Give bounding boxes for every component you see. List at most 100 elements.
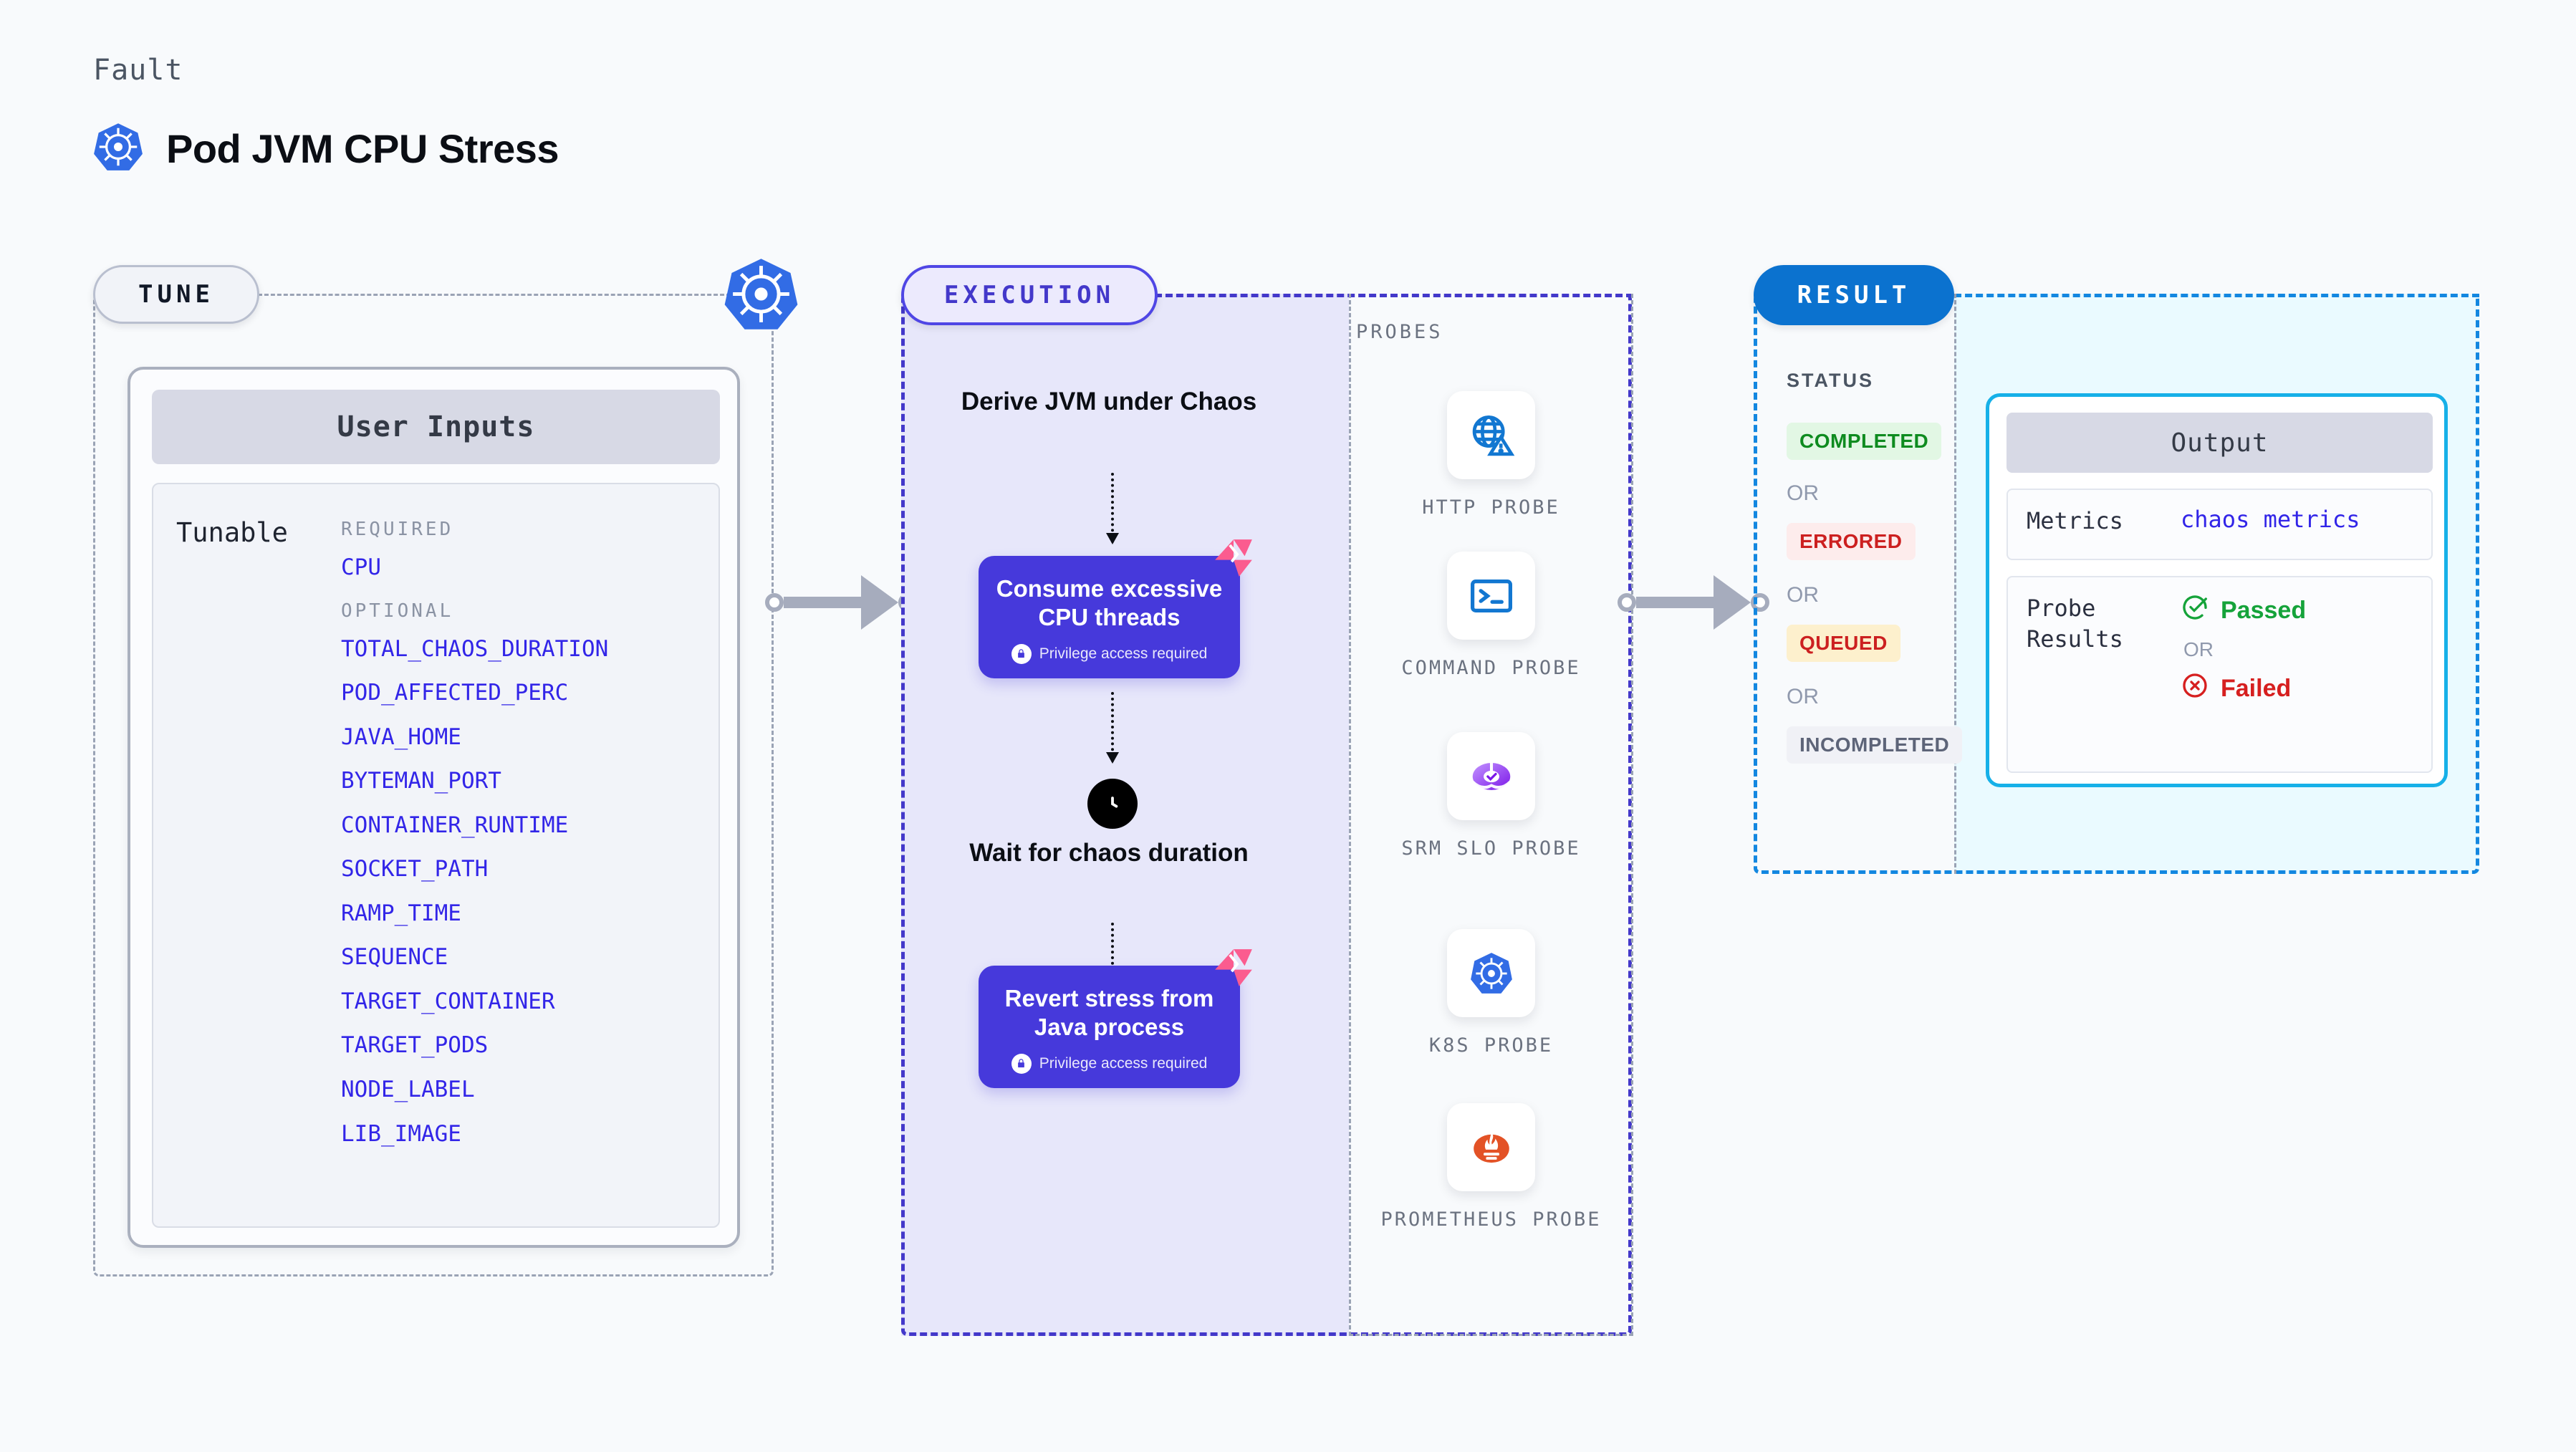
srm-slo-icon: [1447, 732, 1535, 820]
output-metrics-row: Metrics chaos metrics: [2007, 489, 2433, 560]
tune-stage-label: TUNE: [93, 265, 259, 324]
metrics-value[interactable]: chaos metrics: [2181, 506, 2360, 533]
execution-step-consume[interactable]: Consume excessive CPU threads Privilege …: [979, 539, 1252, 678]
globe-warning-icon: [1447, 391, 1535, 479]
tune-top-dash: [258, 294, 731, 296]
probe-http[interactable]: HTTP PROBE: [1349, 391, 1633, 521]
param-total_chaos_duration[interactable]: TOTAL_CHAOS_DURATION: [341, 635, 609, 662]
param-list: REQUIRED CPU OPTIONAL TOTAL_CHAOS_DURATION P…: [341, 506, 699, 1166]
page-title: Pod JVM CPU Stress: [166, 126, 559, 171]
probe-k8s[interactable]: K8S PROBE: [1349, 929, 1633, 1059]
kubernetes-icon: [93, 122, 143, 176]
step-title: Revert stress from Java process: [1004, 985, 1214, 1041]
param-target_pods[interactable]: TARGET_PODS: [341, 1032, 489, 1059]
connector-dot: [765, 593, 784, 612]
probe-label: COMMAND PROBE: [1401, 657, 1581, 679]
param-target_container[interactable]: TARGET_CONTAINER: [341, 988, 555, 1014]
tunable-label: Tunable: [176, 517, 288, 548]
arrow-head-icon: [1714, 575, 1751, 630]
prometheus-icon: [1447, 1103, 1535, 1191]
output-card: Output Metrics chaos metrics Probe Resul…: [1986, 393, 2448, 787]
probe-prometheus[interactable]: PROMETHEUS PROBE: [1349, 1103, 1633, 1233]
clock-icon: [1087, 779, 1138, 829]
status-badge-queued: QUEUED: [1787, 625, 1900, 662]
param-group-heading: REQUIRED: [341, 519, 454, 540]
probe-or: OR: [2183, 638, 2214, 660]
flow-arrow-icon: [1106, 692, 1119, 764]
execution-step-revert[interactable]: Revert stress from Java process Privileg…: [979, 949, 1252, 1088]
param-sequence[interactable]: SEQUENCE: [341, 944, 448, 971]
result-top-dash: [1954, 294, 2479, 297]
connector-tune-execution: [765, 575, 917, 630]
privilege-text: Privilege access required: [1039, 645, 1208, 662]
output-title: Output: [2007, 413, 2433, 473]
arrow-head-icon: [861, 575, 898, 630]
execution-step-derive: Derive JVM under Chaos: [961, 388, 1257, 415]
execution-region-border: [901, 294, 1632, 1336]
probe-results-key: Probe Results: [2027, 595, 2123, 653]
kubernetes-icon: [724, 256, 799, 332]
step-title: Consume excessive CPU threads: [996, 575, 1223, 631]
param-node_label[interactable]: NODE_LABEL: [341, 1077, 475, 1103]
execution-step-wait: Wait for chaos duration: [969, 839, 1249, 867]
failed-label: Failed: [2221, 675, 2292, 702]
probes-region-border: [1349, 294, 1633, 1336]
param-byteman_port[interactable]: BYTEMAN_PORT: [341, 768, 501, 794]
probe-failed: Failed: [2181, 671, 2306, 706]
status-badge-incompleted: INCOMPLETED: [1787, 726, 1963, 764]
result-stage-label: RESULT: [1754, 265, 1954, 325]
execution-stage-label: EXECUTION: [901, 265, 1158, 325]
page-title-row: Pod JVM CPU Stress: [93, 122, 559, 176]
flow-arrow-icon: [1106, 473, 1119, 544]
connector-bar: [1636, 597, 1715, 608]
probe-passed: Passed: [2181, 593, 2306, 628]
output-probe-results-row: Probe Results Passed OR: [2007, 576, 2433, 773]
x-circle-icon: [2181, 671, 2209, 706]
probe-srm-slo[interactable]: SRM SLO PROBE: [1349, 732, 1633, 862]
passed-label: Passed: [2221, 597, 2307, 624]
execution-top-dash: [1155, 294, 1633, 297]
metrics-key: Metrics: [2027, 507, 2123, 534]
status-or-3: OR: [1787, 685, 1819, 708]
param-lib_image[interactable]: LIB_IMAGE: [341, 1120, 461, 1147]
terminal-icon: [1447, 552, 1535, 640]
status-or-1: OR: [1787, 481, 1819, 505]
result-column-divider: [1954, 294, 1956, 874]
probe-label: K8S PROBE: [1428, 1034, 1554, 1057]
param-ramp_time[interactable]: RAMP_TIME: [341, 900, 461, 926]
kubernetes-icon: [1447, 929, 1535, 1017]
fault-kicker: Fault: [93, 54, 183, 87]
status-badge-errored: ERRORED: [1787, 523, 1916, 560]
tune-region-border: [93, 294, 774, 1276]
status-label: STATUS: [1787, 370, 1874, 391]
privilege-note: Privilege access required: [991, 1053, 1227, 1074]
litmus-icon: [1211, 536, 1256, 580]
user-inputs-body: Tunable REQUIRED CPU OPTIONAL TOTAL_CHAOS_D…: [152, 483, 720, 1228]
user-inputs-title: User Inputs: [152, 390, 720, 464]
privilege-text: Privilege access required: [1039, 1054, 1208, 1072]
connector-bar: [784, 597, 862, 608]
result-region-border: [1754, 294, 2479, 874]
status-or-2: OR: [1787, 583, 1819, 607]
check-circle-icon: [2181, 593, 2209, 628]
status-badge-completed: COMPLETED: [1787, 423, 1942, 460]
lock-icon: [1011, 1053, 1032, 1074]
privilege-note: Privilege access required: [991, 643, 1227, 664]
probe-label: HTTP PROBE: [1422, 496, 1560, 519]
litmus-icon: [1211, 946, 1256, 990]
probe-results-values: Passed OR Failed: [2181, 593, 2306, 706]
probe-label: SRM SLO PROBE: [1401, 837, 1581, 860]
probes-label: PROBES: [1356, 321, 1443, 343]
connector-execution-result: [1618, 575, 1769, 630]
param-pod_affected_perc[interactable]: POD_AFFECTED_PERC: [341, 680, 569, 706]
param-group-heading: OPTIONAL: [341, 600, 454, 622]
param-socket_path[interactable]: SOCKET_PATH: [341, 856, 489, 883]
probe-label: PROMETHEUS PROBE: [1380, 1208, 1602, 1231]
connector-dot: [1618, 593, 1636, 612]
param-container_runtime[interactable]: CONTAINER_RUNTIME: [341, 812, 569, 838]
param-cpu[interactable]: CPU: [341, 554, 381, 580]
probe-command[interactable]: COMMAND PROBE: [1349, 552, 1633, 681]
lock-icon: [1011, 643, 1032, 664]
param-java_home[interactable]: JAVA_HOME: [341, 723, 461, 750]
